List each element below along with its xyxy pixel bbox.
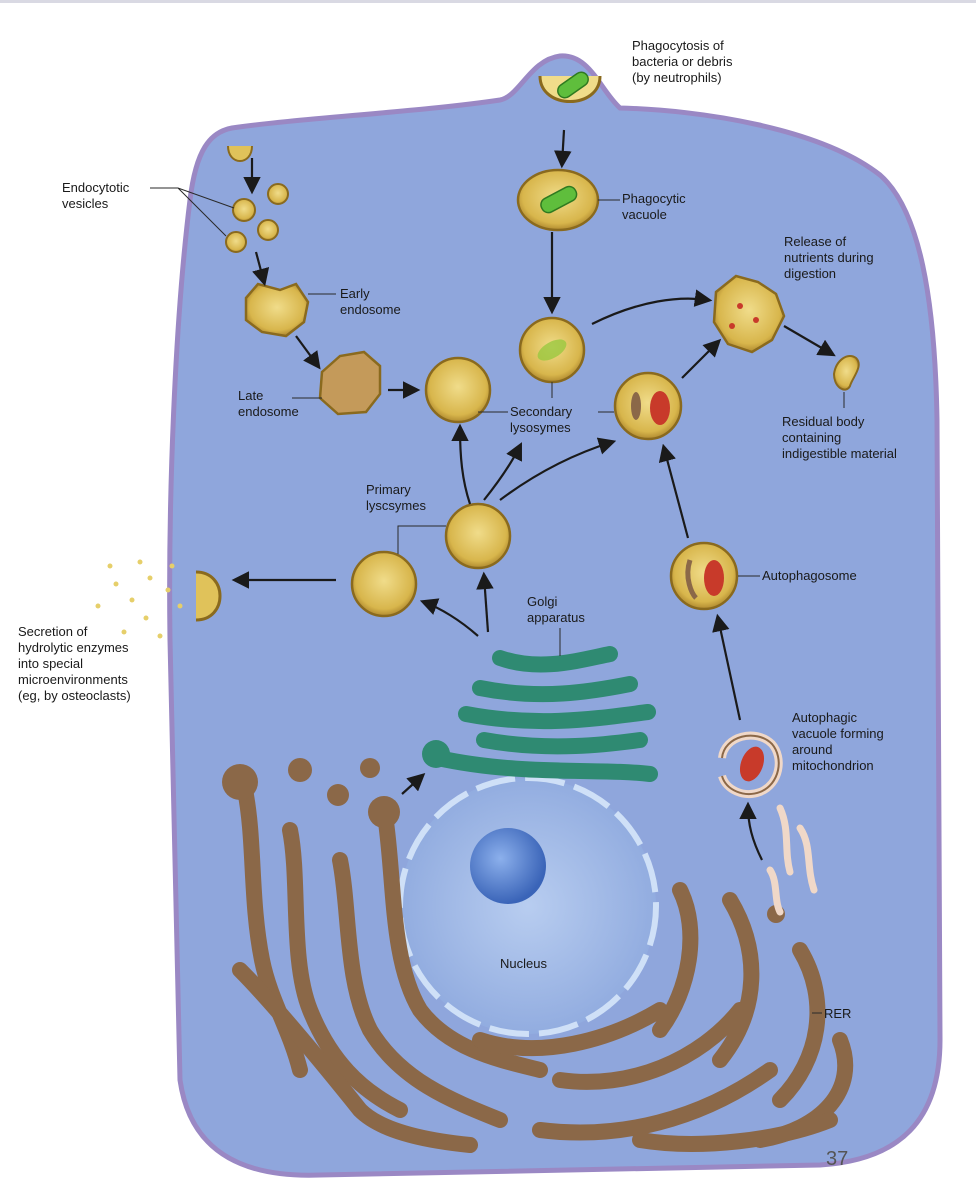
nucleolus bbox=[470, 828, 546, 904]
rer-label: RER bbox=[824, 1006, 851, 1021]
early-endosome bbox=[244, 282, 310, 338]
early-endosome-label: Early endosome bbox=[340, 286, 401, 317]
autophagosome-label: Autophagosome bbox=[762, 568, 857, 583]
golgi-label-line1: Golgi bbox=[527, 594, 557, 609]
golgi-label-line2: apparatus bbox=[527, 610, 585, 625]
secretion-pocket bbox=[195, 570, 222, 622]
late-endosome-label: Late endosome bbox=[238, 388, 299, 419]
endocytotic-vesicles bbox=[225, 145, 289, 253]
rough-endoplasmic-reticulum bbox=[232, 782, 854, 1153]
residual-body-label: Residual body containing indigestible ma… bbox=[782, 414, 897, 461]
digesting-body bbox=[712, 274, 786, 354]
page-number: 37 bbox=[826, 1148, 848, 1170]
mitochondrion-icon bbox=[650, 391, 670, 425]
primary-lysosome-2 bbox=[350, 550, 418, 618]
pathway-arrows bbox=[231, 129, 836, 861]
phagocytosis-pocket bbox=[538, 71, 602, 103]
late-endosome bbox=[318, 350, 382, 416]
golgi-apparatus bbox=[430, 646, 658, 782]
secondary-lysosymes-label: Secondary lysosymes bbox=[510, 404, 576, 435]
nucleus: Nucleus bbox=[397, 775, 659, 1037]
secondary-lysosome-3 bbox=[613, 371, 683, 441]
autophagosome bbox=[669, 541, 739, 611]
mitochondrion-icon bbox=[704, 560, 724, 596]
bacterium-icon bbox=[557, 71, 589, 99]
secondary-lysosome-1 bbox=[424, 356, 492, 424]
autophagic-membranes bbox=[766, 804, 818, 916]
residual-body bbox=[832, 355, 860, 391]
primary-lyscsymes-label: Primary lyscsymes bbox=[366, 482, 426, 513]
rer-label-group: RER bbox=[812, 1006, 851, 1021]
mitochondrion-icon bbox=[739, 746, 765, 782]
secondary-lysosome-2 bbox=[518, 316, 586, 384]
phagocytic-vacuole bbox=[516, 168, 600, 232]
top-rule bbox=[0, 0, 976, 3]
primary-lysosome-1 bbox=[444, 502, 512, 570]
autophagic-vacuole bbox=[718, 731, 783, 798]
golgi-label-group: Golgi apparatus bbox=[527, 594, 585, 656]
nucleus-label: Nucleus bbox=[500, 956, 547, 971]
autophagic-vacuole-label: Autophagic vacuole forming around mitoch… bbox=[792, 710, 887, 773]
bacterium-icon bbox=[540, 185, 578, 214]
release-of-nutrients-label: Release of nutrients during digestion bbox=[784, 234, 877, 281]
secreted-enzymes bbox=[95, 559, 183, 639]
svg-text:Golgi apparatus: Golgi apparatus bbox=[527, 594, 585, 625]
golgi-vesicle bbox=[422, 740, 450, 768]
endocytotic-vesicles-label: Endocytotic vesicles bbox=[62, 180, 133, 211]
rer-vesicles bbox=[222, 758, 785, 923]
secretion-label: Secretion of hydrolytic enzymes into spe… bbox=[18, 624, 132, 703]
phagocytic-vacuole-label: Phagocytic vacuole bbox=[622, 191, 689, 222]
phagocytosis-label: Phagocytosis of bacteria or debris (by n… bbox=[632, 38, 736, 85]
